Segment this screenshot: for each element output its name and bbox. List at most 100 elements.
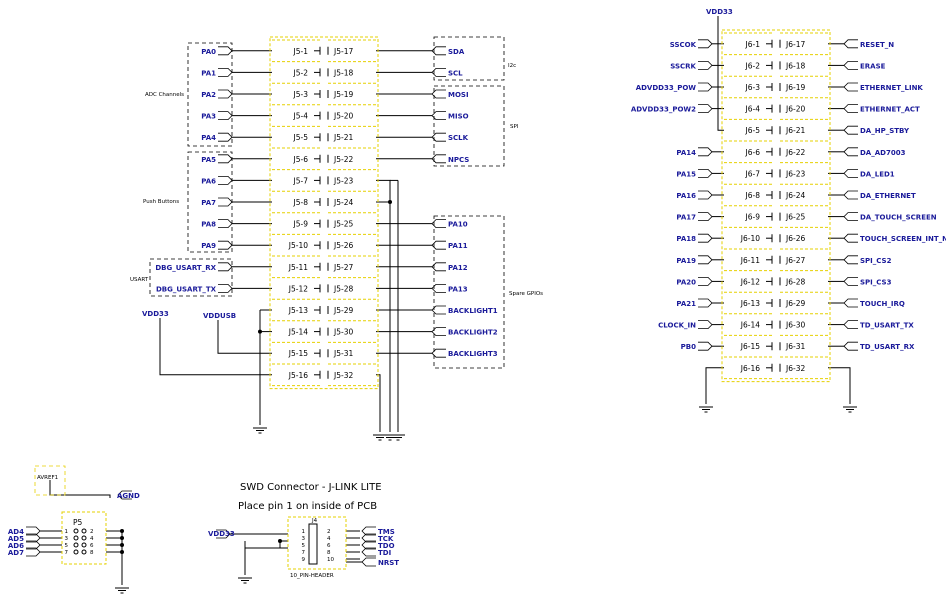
net-flag-shape (431, 46, 446, 56)
net-label: SPI_CS2 (860, 257, 892, 265)
pin-label: J5-2 (293, 68, 309, 77)
pin-label: J6-26 (785, 234, 805, 243)
net-flag: PA0 (201, 46, 233, 56)
net-flag-shape (843, 190, 858, 200)
i2c-group-label: I2c (508, 63, 516, 69)
net-label: TCK (378, 535, 394, 543)
net-flag: PA1 (201, 68, 233, 77)
net-label: DBG_USART_RX (155, 264, 216, 272)
pin-label: J5-12 (288, 284, 308, 293)
net-flag-shape (698, 255, 713, 265)
pin-label: J6-4 (745, 105, 761, 114)
net-flag-shape (698, 320, 713, 330)
swd-left-net: VDD33 (208, 530, 235, 538)
net-label: PA2 (201, 91, 216, 99)
pin-label: J5-3 (293, 90, 309, 99)
net-flag: PA15 (676, 168, 713, 178)
net-flag: PA9 (201, 240, 233, 250)
net-flag: BACKLIGHT3 (431, 348, 498, 358)
net-flag-shape (698, 39, 713, 49)
net-label: SPI_CS3 (860, 278, 892, 286)
net-flag (117, 490, 132, 500)
net-flag: PA11 (431, 240, 468, 250)
net-flag-shape (843, 298, 858, 308)
adc-group-box (187, 42, 233, 147)
swd-title: SWD Connector - J-LINK LITE (240, 482, 382, 493)
pin-label: J6-23 (785, 169, 805, 178)
net-flag: PA13 (431, 283, 468, 293)
net-flag-shape (431, 262, 446, 272)
net-flag: NRST (361, 557, 399, 567)
net-label: DA_AD7003 (860, 149, 906, 157)
agnd-label: AGND (117, 492, 140, 500)
header-pin (73, 528, 79, 534)
pin-number: 4 (327, 536, 331, 542)
net-flag-shape (698, 276, 713, 286)
net-flag: AD5 (8, 533, 41, 543)
pin-number: 1 (302, 529, 306, 535)
pin-label: J6-17 (785, 40, 805, 49)
net-flag-shape (698, 212, 713, 222)
pin-label: J6-7 (745, 169, 761, 178)
net-flag: TD_USART_RX (843, 341, 915, 351)
net-label: PA4 (201, 134, 216, 142)
net-flag-shape (26, 526, 41, 536)
net-label: PA0 (201, 48, 216, 56)
pin-label: J6-14 (740, 321, 760, 330)
pin-number: 8 (327, 550, 331, 556)
pin-label: J6-28 (785, 277, 805, 286)
net-flag-shape (431, 240, 446, 250)
net-flag: TD_USART_TX (843, 320, 914, 330)
avref-label: AVREF1 (37, 475, 58, 481)
net-flag-shape (218, 132, 233, 142)
pin-label: J5-17 (333, 47, 353, 56)
net-flag: SCLK (431, 132, 469, 142)
header-pin (81, 535, 87, 541)
net-label: DA_HP_STBY (860, 127, 910, 135)
net-flag: PA6 (201, 175, 233, 185)
vdd33-top-label: VDD33 (706, 8, 733, 16)
pin-label: J6-22 (785, 148, 805, 157)
swd-subtitle: Place pin 1 on inside of PCB (238, 501, 377, 512)
net-label: SCLK (448, 134, 469, 142)
net-flag: DA_ETHERNET (843, 190, 916, 200)
net-flag: AD6 (8, 540, 41, 550)
pin-label: J6-16 (740, 364, 760, 373)
net-flag-shape (431, 283, 446, 293)
net-flag-shape (218, 154, 233, 164)
net-flag-shape (843, 61, 858, 70)
net-flag-shape (218, 283, 233, 293)
pin-label: J5-14 (288, 328, 308, 337)
pin-label: J6-5 (745, 126, 761, 135)
net-flag: PA20 (676, 276, 713, 286)
net-flag-shape (218, 46, 233, 56)
pin-number: 8 (90, 550, 94, 556)
pin-label: J5-22 (333, 155, 353, 164)
net-flag: PA7 (201, 197, 233, 207)
net-flag-shape (843, 255, 858, 265)
net-flag: AD7 (8, 547, 41, 557)
pin-label: J6-15 (740, 342, 760, 351)
net-label: TOUCH_SCREEN_INT_N (860, 235, 946, 243)
net-flag: ADVDD33_POW2 (631, 104, 713, 114)
p5-ref: P5 (73, 518, 83, 527)
net-flag: PB0 (681, 341, 713, 351)
net-label: MISO (448, 113, 469, 121)
gpio-group-box (433, 215, 505, 369)
net-flag: SSCRK (670, 61, 713, 70)
net-flag: SPI_CS2 (843, 255, 892, 265)
net-flag: NPCS (431, 154, 469, 164)
net-flag-shape (361, 526, 376, 536)
pin-label: J6-27 (785, 256, 805, 265)
net-flag-shape (843, 168, 858, 178)
pin-label: J6-21 (785, 126, 805, 135)
pin-label: J5-16 (288, 371, 308, 380)
net-flag: TDI (361, 547, 391, 557)
net-flag: BACKLIGHT2 (431, 327, 498, 337)
net-label: SSCOK (670, 41, 697, 49)
junction-dot (120, 529, 124, 533)
pin-label: J5-28 (333, 284, 353, 293)
pin-label: J6-18 (785, 61, 805, 70)
junction-dot (388, 200, 392, 204)
pin-label: J5-5 (293, 133, 309, 142)
